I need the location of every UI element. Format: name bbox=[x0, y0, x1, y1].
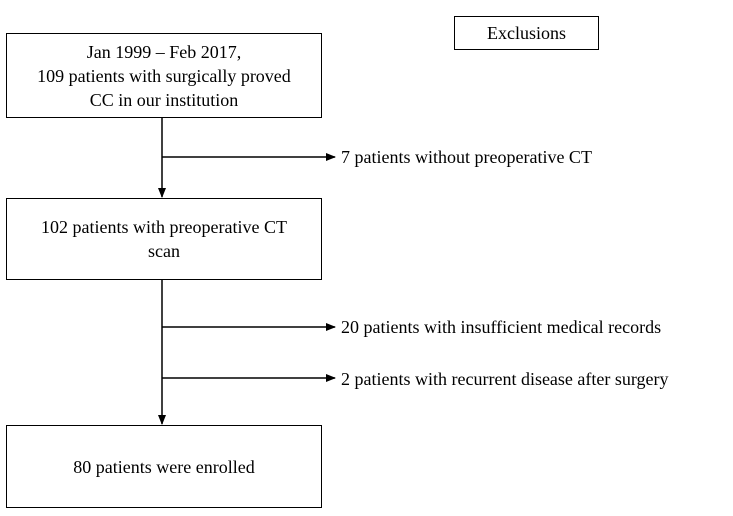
start-box: Jan 1999 – Feb 2017, 109 patients with s… bbox=[6, 33, 322, 118]
start-box-text: Jan 1999 – Feb 2017, 109 patients with s… bbox=[37, 41, 291, 110]
ct-box: 102 patients with preoperative CT scan bbox=[6, 198, 322, 280]
enrolled-box-text: 80 patients were enrolled bbox=[73, 456, 255, 477]
exclusions-header-box: Exclusions bbox=[454, 16, 599, 50]
exclusions-header: Exclusions bbox=[487, 23, 566, 43]
exclusion-label-1: 7 patients without preoperative CT bbox=[341, 147, 592, 167]
ct-box-text: 102 patients with preoperative CT scan bbox=[41, 217, 287, 261]
exclusion-label-3: 2 patients with recurrent disease after … bbox=[341, 369, 669, 389]
enrolled-box: 80 patients were enrolled bbox=[6, 425, 322, 508]
exclusion-label-2: 20 patients with insufficient medical re… bbox=[341, 317, 662, 337]
